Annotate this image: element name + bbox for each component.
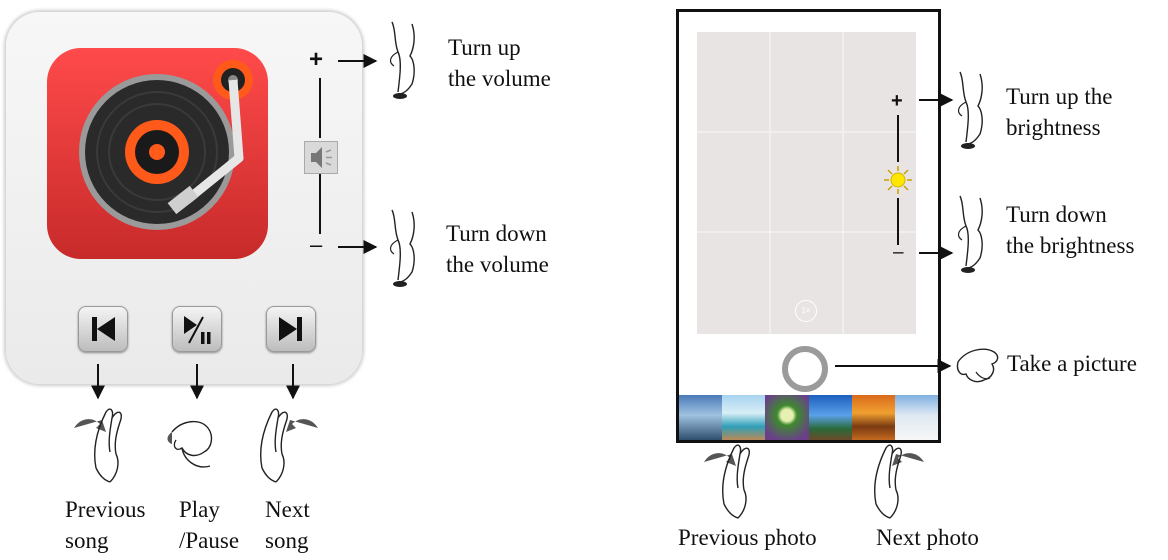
previous-song-button[interactable] — [78, 306, 128, 352]
next-song-button[interactable] — [266, 306, 316, 352]
take-picture-label: Take a picture — [1007, 351, 1137, 376]
skip-back-icon — [92, 317, 115, 341]
brightness-slider-track-bottom[interactable] — [897, 198, 899, 245]
zoom-badge[interactable]: 1× — [795, 300, 817, 322]
photo-thumbnail[interactable] — [679, 395, 723, 440]
grab-gesture-icon — [167, 421, 213, 468]
photo-thumbnail[interactable] — [765, 395, 809, 440]
volume-slider-track-bottom[interactable] — [319, 174, 321, 234]
camera-viewfinder[interactable]: 1× — [697, 32, 916, 334]
next-photo-label: Next photo — [876, 525, 979, 550]
shutter-button[interactable] — [782, 346, 828, 392]
photo-thumbnail[interactable] — [808, 395, 852, 440]
sun-icon[interactable] — [883, 165, 913, 195]
turntable-icon — [79, 60, 253, 230]
brightness-minus-symbol[interactable]: – — [893, 242, 904, 263]
volume-plus-symbol[interactable]: + — [309, 46, 324, 73]
volume-slider-track-top[interactable] — [319, 78, 321, 138]
swipe-left-arrow-icon — [74, 419, 106, 432]
photo-thumbnail[interactable] — [851, 395, 895, 440]
swipe-right-hand-icon — [260, 408, 288, 483]
viewfinder-grid — [697, 32, 916, 334]
swipe-right-arrow-icon — [286, 419, 318, 432]
point-up-gesture-icon — [389, 21, 415, 100]
brightness-plus-symbol[interactable]: + — [891, 90, 903, 112]
record-player-app-icon — [47, 48, 268, 259]
play-pause-label: Play/Pause — [179, 497, 240, 553]
point-down-gesture-icon — [957, 195, 983, 274]
previous-photo-label: Previous photo — [678, 525, 817, 550]
swipe-right-arrow-icon — [892, 453, 924, 466]
point-down-gesture-icon — [389, 209, 415, 288]
point-up-gesture-icon — [957, 71, 983, 150]
photo-thumbnail[interactable] — [722, 395, 766, 440]
skip-forward-icon — [279, 317, 302, 341]
photo-thumbnail[interactable] — [894, 395, 939, 440]
play-pause-button[interactable] — [172, 306, 222, 352]
volume-minus-symbol[interactable]: – — [310, 232, 323, 257]
brightness-slider-track-top[interactable] — [897, 115, 899, 162]
photo-thumbnail-strip[interactable] — [679, 395, 939, 440]
swipe-left-hand-icon — [722, 444, 750, 519]
play-pause-icon — [184, 316, 211, 344]
swipe-left-hand-icon — [94, 408, 122, 483]
phone-frame: 1× — [676, 9, 941, 443]
pinch-gesture-icon — [956, 348, 999, 383]
speaker-icon — [304, 141, 338, 174]
